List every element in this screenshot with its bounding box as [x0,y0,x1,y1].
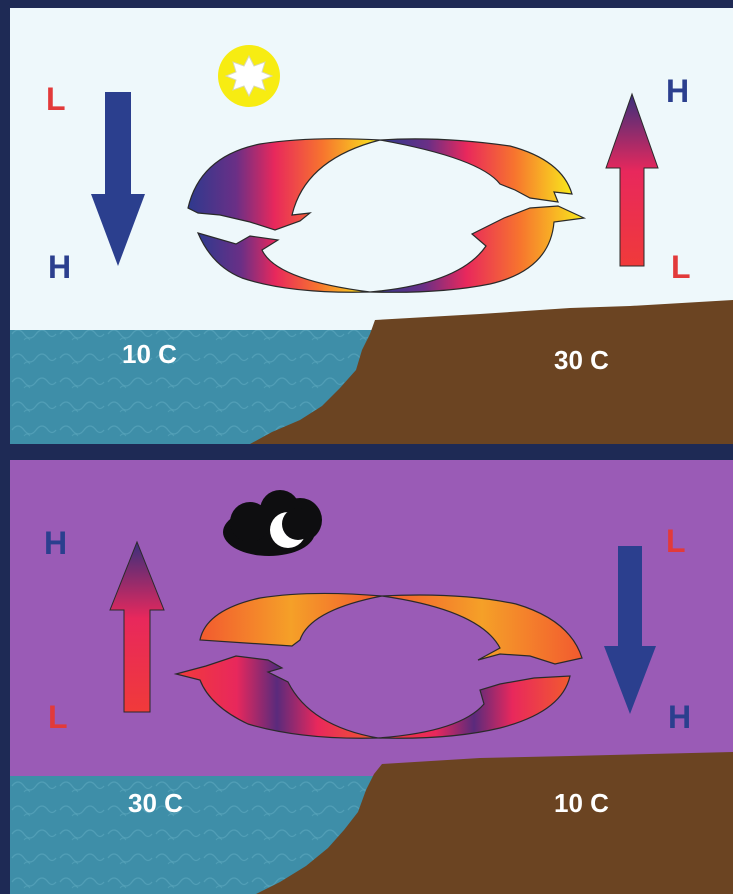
night-diagram: H L L H 30 C 10 C [10,460,733,894]
day-land-temperature: 30 C [554,345,609,375]
night-land-temperature: 10 C [554,788,609,818]
day-right-top-pressure-label: H [666,73,689,109]
night-right-top-pressure-label: L [666,523,686,559]
night-land-breeze-panel: H L L H 30 C 10 C [10,460,733,894]
day-right-bottom-pressure-label: L [671,249,691,285]
day-diagram: L H H L 10 C 30 C [10,8,733,444]
night-left-top-pressure-label: H [44,525,67,561]
day-sea-temperature: 10 C [122,339,177,369]
day-left-bottom-pressure-label: H [48,249,71,285]
sun-icon [218,45,280,107]
night-left-bottom-pressure-label: L [48,699,68,735]
night-sea-temperature: 30 C [128,788,183,818]
day-sea-breeze-panel: L H H L 10 C 30 C [10,8,733,444]
day-left-top-pressure-label: L [46,81,66,117]
night-right-bottom-pressure-label: H [668,699,691,735]
